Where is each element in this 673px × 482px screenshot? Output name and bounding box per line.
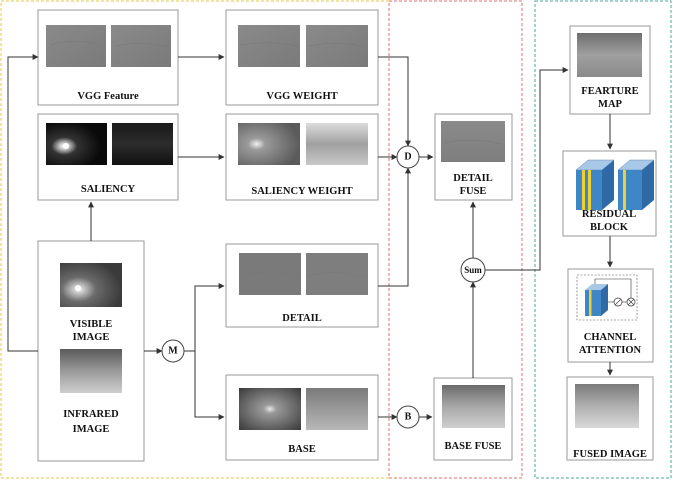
vgg-weight-label: VGG WEIGHT (266, 91, 337, 102)
vgg-feature-thumb-1 (46, 25, 106, 67)
saliency-weight-thumb-1 (238, 123, 300, 165)
saliency-weight-label: SALIENCY WEIGHT (251, 186, 352, 197)
svg-text:M: M (168, 346, 178, 357)
infrared-image-label-line1: INFRARED (63, 409, 119, 420)
source-images-block: VISIBLE IMAGE INFRARED IMAGE (37, 240, 145, 462)
fused-image-block: FUSED IMAGE (566, 376, 654, 461)
feature-map-label-line2: MAP (598, 99, 622, 110)
visible-image-thumb (60, 263, 122, 307)
node-sum: Sum (460, 257, 486, 283)
svg-text:D: D (404, 152, 411, 163)
detail-fuse-label-line1: DETAIL (453, 173, 492, 184)
saliency-weight-thumb-2 (306, 123, 368, 165)
node-d: D (396, 145, 420, 169)
connectors (7, 54, 613, 420)
visible-image-label-line1: VISIBLE (70, 319, 113, 330)
base-thumb-1 (239, 388, 301, 430)
base-block: BASE (225, 374, 379, 461)
channel-attention-label-line1: CHANNEL (584, 332, 637, 343)
vgg-feature-thumb-2 (111, 25, 171, 67)
base-label: BASE (288, 444, 315, 455)
detail-label: DETAIL (282, 313, 321, 324)
region-middle (388, 0, 523, 479)
detail-block: DETAIL (225, 243, 379, 328)
vgg-feature-block: VGG Feature (37, 9, 179, 106)
region-right (534, 0, 672, 479)
channel-attention-block: CHANNEL ATTENTION (567, 268, 654, 363)
saliency-block: SALIENCY (37, 113, 179, 201)
detail-fuse-label-line2: FUSE (460, 186, 487, 197)
base-thumb-2 (306, 388, 368, 430)
node-m: M (161, 339, 185, 363)
residual-block-label-line2: BLOCK (590, 222, 629, 233)
base-fuse-thumb (442, 385, 505, 428)
vgg-weight-block: VGG WEIGHT (225, 9, 379, 106)
visible-image-label-line2: IMAGE (73, 332, 110, 343)
detail-fuse-thumb (441, 121, 505, 162)
fused-image-thumb (575, 384, 639, 428)
feature-map-block: FEARTURE MAP (569, 25, 651, 115)
saliency-weight-block: SALIENCY WEIGHT (225, 113, 379, 201)
feature-map-label-line1: FEARTURE (581, 86, 638, 97)
detail-fuse-block: DETAIL FUSE (434, 113, 513, 201)
residual-block-label-line1: RESIDUAL (582, 209, 636, 220)
infrared-image-label-line2: IMAGE (73, 424, 110, 435)
svg-text:B: B (405, 412, 412, 423)
vgg-weight-thumb-2 (306, 25, 368, 67)
saliency-thumb-2 (112, 123, 173, 165)
infrared-image-thumb (60, 349, 122, 393)
node-b: B (396, 405, 420, 429)
feature-map-thumb (577, 33, 642, 77)
vgg-feature-label: VGG Feature (77, 91, 139, 102)
saliency-thumb-1 (46, 123, 107, 165)
detail-thumb-2 (306, 253, 368, 295)
saliency-label: SALIENCY (81, 184, 136, 195)
residual-block: RESIDUAL BLOCK (562, 150, 657, 237)
base-fuse-label: BASE FUSE (445, 441, 502, 452)
svg-text:Sum: Sum (464, 265, 482, 275)
channel-attention-label-line2: ATTENTION (579, 345, 642, 356)
vgg-weight-thumb-1 (238, 25, 300, 67)
base-fuse-block: BASE FUSE (433, 377, 513, 461)
fused-image-label: FUSED IMAGE (573, 449, 647, 460)
detail-thumb-1 (239, 253, 301, 295)
